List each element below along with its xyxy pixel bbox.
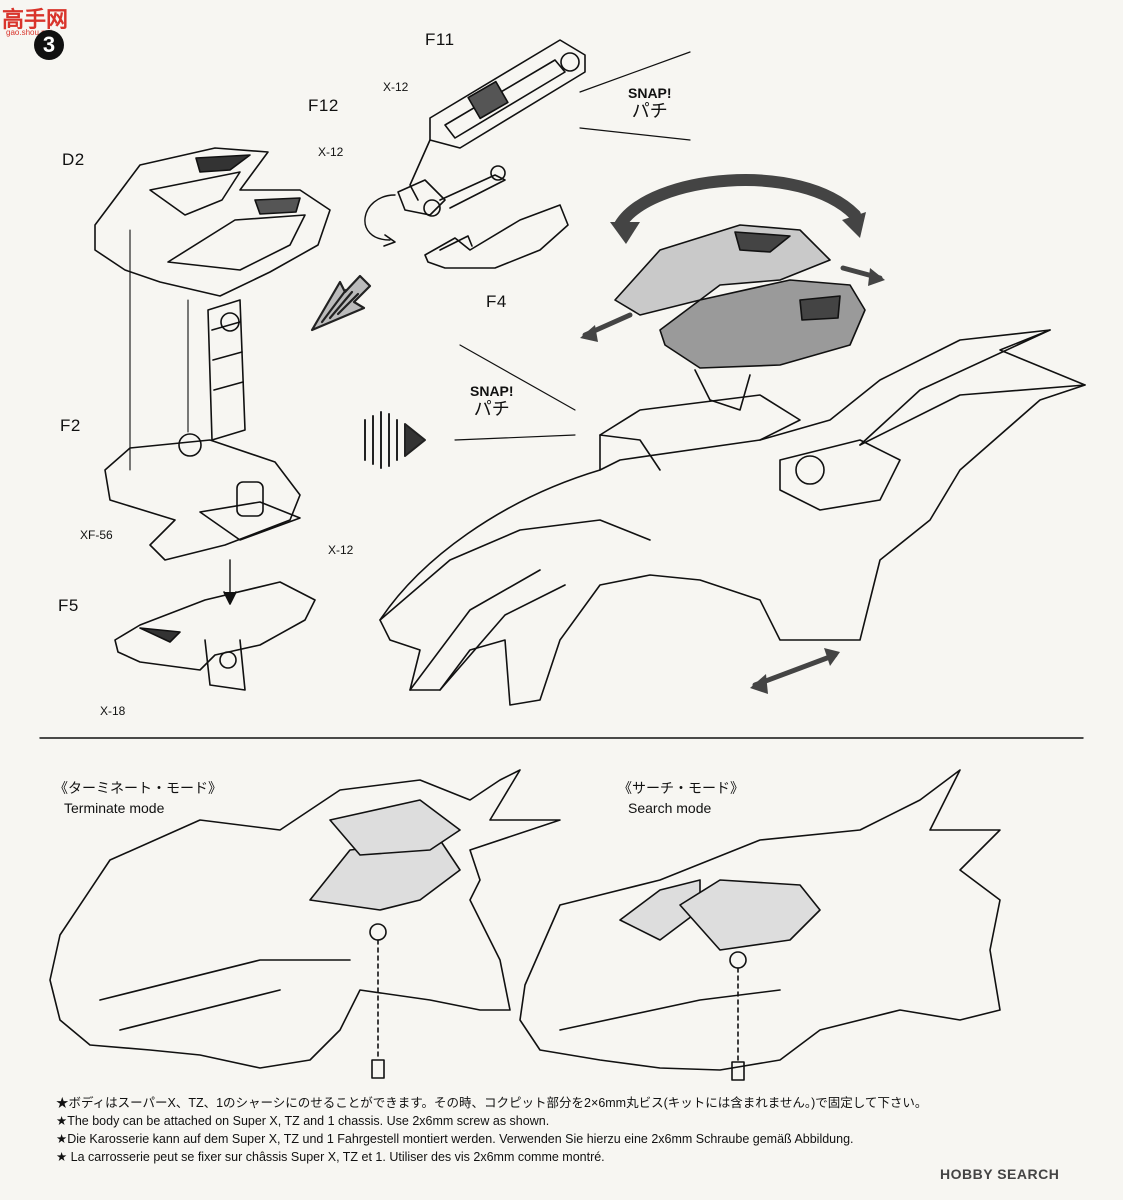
label-d2: D2: [62, 150, 85, 169]
label-x12-top: X-12: [383, 80, 409, 94]
hobby-search-watermark: HOBBY SEARCH: [940, 1166, 1060, 1182]
terminate-mode-illustration: [49, 769, 561, 1079]
search-mode-jp: 《サーチ・モード》: [618, 780, 744, 796]
note-jp: ★ボディはスーパーX、TZ、1のシャーシにのせることができます。その時、コクピッ…: [56, 1096, 928, 1110]
snap-en: SNAP!: [470, 383, 514, 399]
f2-base: [104, 433, 301, 561]
search-mode-heading: 《サーチ・モード》 Search mode: [618, 778, 744, 818]
note-fr: ★ La carrosserie peut se fixer sur châss…: [56, 1150, 605, 1164]
label-xf56: XF-56: [80, 528, 113, 542]
watermark-url: gao.shou.net: [6, 28, 53, 37]
snap-en: SNAP!: [628, 85, 672, 101]
rotate-arrow: [614, 174, 861, 231]
snap-jp: パチ: [473, 399, 510, 419]
f12-part: [397, 165, 506, 217]
label-f2: F2: [60, 416, 81, 435]
main-body-assembly: [379, 329, 1086, 706]
f2-column: [129, 229, 246, 471]
note-en: ★The body can be attached on Super X, TZ…: [56, 1114, 550, 1128]
assembly-notes: ★ボディはスーパーX、TZ、1のシャーシにのせることができます。その時、コクピッ…: [56, 1094, 1066, 1166]
terminate-mode-en: Terminate mode: [64, 800, 165, 816]
label-f11: F11: [425, 30, 455, 49]
f11-part: [409, 39, 586, 201]
search-mode-en: Search mode: [628, 800, 712, 816]
search-mode-illustration: [519, 769, 1001, 1081]
label-x12-lower: X-12: [328, 543, 354, 557]
label-f5: F5: [58, 596, 79, 615]
terminate-mode-jp: 《ターミネート・モード》: [54, 780, 222, 796]
snap-callout-top: SNAP! パチ: [628, 84, 672, 120]
step-number: 3: [34, 30, 64, 60]
label-f4: F4: [486, 292, 507, 311]
note-de: ★Die Karosserie kann auf dem Super X, TZ…: [56, 1132, 854, 1146]
terminate-mode-heading: 《ターミネート・モード》 Terminate mode: [54, 778, 222, 818]
d2-canopy: [94, 147, 331, 297]
watermark-logo: 高手网: [2, 7, 69, 32]
label-x18: X-18: [100, 704, 126, 718]
hatched-arrow-right: [364, 411, 426, 469]
canopy-floating: [614, 224, 866, 411]
snap-jp: パチ: [631, 101, 668, 121]
snap-callout-middle: SNAP! パチ: [470, 382, 514, 418]
label-f12: F12: [308, 96, 339, 115]
hatched-arrow-left: [310, 274, 372, 332]
label-x12-mid: X-12: [318, 145, 344, 159]
f5-part: [114, 581, 316, 691]
f4-part: [424, 204, 569, 269]
